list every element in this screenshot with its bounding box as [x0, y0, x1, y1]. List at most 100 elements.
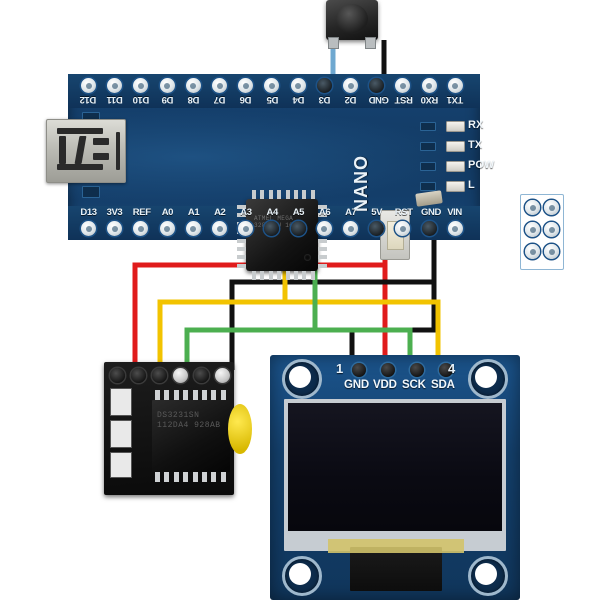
nano-pad-bottom-RST[interactable]: [395, 221, 411, 236]
pad-hole: [426, 82, 433, 89]
oled-pad-GND[interactable]: [352, 363, 366, 377]
rtc-pad-VCC[interactable]: [194, 368, 209, 383]
mini-usb-connector[interactable]: [46, 119, 126, 183]
nano-pad-top-D3[interactable]: [316, 78, 332, 93]
nano-pad-bottom-GND[interactable]: [421, 221, 437, 236]
rtc-pad-SCL[interactable]: [152, 368, 167, 383]
pad-hole: [242, 82, 249, 89]
oled-pad-SDA[interactable]: [439, 363, 453, 377]
nano-pad-bottom-A1[interactable]: [185, 221, 201, 236]
ds3231-rtc-module[interactable]: DS3231SN 112DA4 928AB: [104, 362, 234, 495]
nano-pin-label-b-A5: A5: [292, 207, 305, 218]
mcu-leg: [252, 190, 256, 199]
nano-pin-label-b-5V: 5V: [371, 207, 383, 218]
nano-pin-label-b-A6: A6: [318, 207, 331, 218]
nano-pad-top-D8[interactable]: [185, 78, 201, 93]
nano-pad-bottom-D13[interactable]: [81, 221, 96, 236]
mcu-leg: [318, 205, 327, 209]
nano-pad-top-RST[interactable]: [395, 78, 411, 93]
nano-pad-bottom-5V[interactable]: [369, 221, 385, 236]
atmega328p-chip: ATMEL MEGA 328P AU 1611: [237, 190, 327, 280]
pad-hole: [548, 204, 555, 211]
smd-resistor: [420, 142, 436, 151]
button-leg-left: [328, 37, 339, 49]
rtc-chip-leg: [155, 472, 160, 482]
nano-pad-bottom-A5[interactable]: [290, 221, 306, 236]
nano-pad-bottom-VIN[interactable]: [447, 221, 463, 236]
smd-resistor: [420, 182, 436, 191]
oled-pin-label-VDD: VDD: [373, 379, 397, 391]
nano-pad-top-GND[interactable]: [369, 78, 385, 93]
icsp-pad-5[interactable]: [525, 244, 540, 259]
nano-pad-top-D6[interactable]: [238, 78, 254, 93]
arduino-nano-board[interactable]: ATMEL MEGA 328P AU 1611 NANO D12D11D10D9…: [68, 74, 564, 280]
crystal: [415, 190, 443, 207]
icsp-header[interactable]: [520, 194, 564, 270]
pad-hole: [399, 225, 406, 232]
smd-part: [110, 388, 132, 416]
rtc-pad-GND[interactable]: [215, 368, 230, 383]
icsp-pad-4[interactable]: [544, 222, 559, 237]
mcu-leg: [285, 190, 290, 199]
nano-pad-bottom-A0[interactable]: [159, 221, 175, 236]
nano-pad-bottom-A3[interactable]: [238, 221, 254, 236]
nano-pad-bottom-3V3[interactable]: [107, 221, 123, 236]
nano-pad-top-D2[interactable]: [343, 78, 358, 93]
rtc-pad-SQW[interactable]: [131, 368, 146, 383]
mcu-leg: [237, 247, 246, 251]
nano-pin-label-D3: D3: [318, 94, 331, 105]
mcu-leg: [252, 271, 256, 280]
pad-hole: [548, 226, 555, 233]
nano-pad-top-D7[interactable]: [212, 78, 227, 93]
nano-pin-label-D11: D11: [106, 94, 123, 105]
rtc-chip-leg: [155, 390, 160, 400]
mcu-leg: [318, 213, 327, 218]
mcu-leg: [310, 271, 315, 280]
oled-screen: [288, 403, 502, 531]
icsp-pad-2[interactable]: [544, 200, 559, 215]
smd-part: [110, 452, 132, 478]
nano-pad-top-D12[interactable]: [81, 78, 96, 93]
nano-pad-bottom-REF[interactable]: [133, 221, 149, 236]
nano-pad-top-RX0[interactable]: [421, 78, 437, 93]
nano-pad-top-D11[interactable]: [107, 78, 123, 93]
nano-pad-top-D10[interactable]: [133, 78, 149, 93]
icsp-pad-3[interactable]: [525, 222, 540, 237]
nano-pad-bottom-A6[interactable]: [316, 221, 332, 236]
pad-hole: [137, 225, 144, 232]
rtc-chip-leg: [192, 472, 198, 482]
nano-silkscreen-label: NANO: [351, 155, 371, 212]
oled-pin-number-1: 1: [336, 361, 344, 376]
pad-hole: [399, 82, 406, 89]
pin1-marker: [304, 254, 311, 261]
nano-pad-bottom-A2[interactable]: [212, 221, 227, 236]
mcu-leg: [294, 190, 298, 199]
nano-pad-bottom-A4[interactable]: [264, 221, 280, 236]
nano-pad-top-D9[interactable]: [159, 78, 175, 93]
rtc-pad-SDA[interactable]: [173, 368, 188, 383]
pad-hole: [85, 225, 92, 232]
led-label-rx: RX: [468, 119, 484, 131]
nano-pin-label-D5: D5: [266, 94, 278, 105]
mcu-leg: [302, 271, 307, 280]
nano-pad-bottom-A7[interactable]: [343, 221, 358, 236]
oled-pad-SCK[interactable]: [410, 363, 424, 377]
tactile-push-button[interactable]: [326, 0, 378, 49]
pad-hole: [529, 204, 536, 211]
nano-pad-top-TX1[interactable]: [447, 78, 463, 93]
mounting-hole: [282, 556, 322, 596]
rtc-pad-32K[interactable]: [110, 368, 125, 383]
nano-pin-label-D12: D12: [80, 94, 97, 105]
oled-pad-VDD[interactable]: [381, 363, 395, 377]
led-pow: [446, 161, 465, 172]
nano-pad-top-D4[interactable]: [290, 78, 306, 93]
icsp-pad-1[interactable]: [525, 200, 540, 215]
nano-pin-label-D7: D7: [214, 94, 226, 105]
mcu-leg: [260, 271, 265, 280]
rtc-chip-marking: DS3231SN 112DA4 928AB: [157, 411, 221, 430]
nano-pad-top-D5[interactable]: [264, 78, 280, 93]
nano-pin-label-D9: D9: [161, 94, 174, 105]
icsp-pad-6[interactable]: [544, 244, 559, 259]
led-label-l: L: [468, 179, 475, 191]
